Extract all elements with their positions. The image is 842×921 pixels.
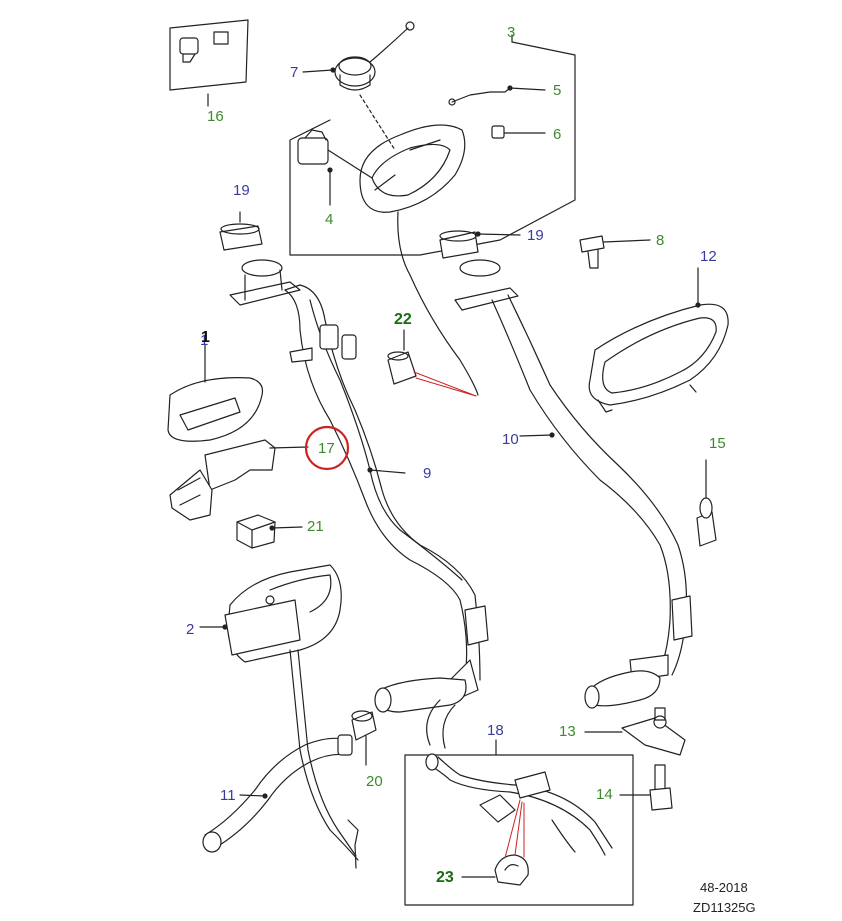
part-23-leader-lines [504,799,525,859]
callout-7: 7 [290,64,299,81]
fuel-door-housing [359,94,479,396]
part-14-bolt [619,764,673,811]
part-13-bracket [584,707,686,756]
callout-1-suffix: 1 [200,332,209,349]
part-15-fastener [696,459,717,547]
callout-17: 17 [318,440,335,457]
callout-21: 21 [307,518,324,535]
part-21-relay [236,514,303,549]
callout-8: 8 [656,232,665,249]
callout-6: 6 [553,126,562,143]
callout-12: 12 [700,248,717,265]
callout-23: 23 [436,869,454,886]
part-5-release-rod [448,85,546,106]
part-12-heat-shield [588,267,729,413]
callout-19-left: 19 [233,182,250,199]
part-22-leader-lines [413,371,477,397]
callout-20: 20 [366,773,383,790]
callout-18: 18 [487,722,504,739]
part-9-filler-neck-left [229,259,489,749]
callout-5: 5 [553,82,562,99]
callout-15: 15 [709,435,726,452]
callout-14: 14 [596,786,613,803]
part-10-filler-neck-right [454,259,693,709]
callout-17-highlight-circle [304,425,350,471]
callout-4: 4 [325,211,334,228]
part-19-grommet-right [439,230,521,259]
callout-11: 11 [220,787,236,804]
part-16-warning-label [169,19,249,107]
diagram-date-code: 48-2018 [700,880,748,895]
part-1-seal-pad [167,344,264,442]
callout-9: 9 [423,465,432,482]
part-22-sleeve [387,329,417,385]
callout-19-right: 19 [527,227,544,244]
part-7-fuel-cap [302,21,415,91]
part-8-push-clip [579,235,651,269]
part-6-clip [491,125,546,139]
callout-10: 10 [502,431,519,448]
callout-2: 2 [186,621,195,638]
part-2-filler-housing [199,564,359,861]
part-18-group-box [404,739,634,906]
callout-22: 22 [394,311,412,328]
callout-1: 1 [201,329,210,346]
part-23-clip [461,854,529,886]
part-17-bracket [169,439,309,521]
part-11-hose [202,734,359,869]
callout-13: 13 [559,723,576,740]
part-20-nut [351,710,377,766]
callout-3: 3 [507,24,516,41]
diagram-reference-number: ZD11325G [693,900,756,915]
callout-16: 16 [207,108,224,125]
part-19-grommet-left [219,211,263,251]
part-4-actuator [297,129,373,206]
